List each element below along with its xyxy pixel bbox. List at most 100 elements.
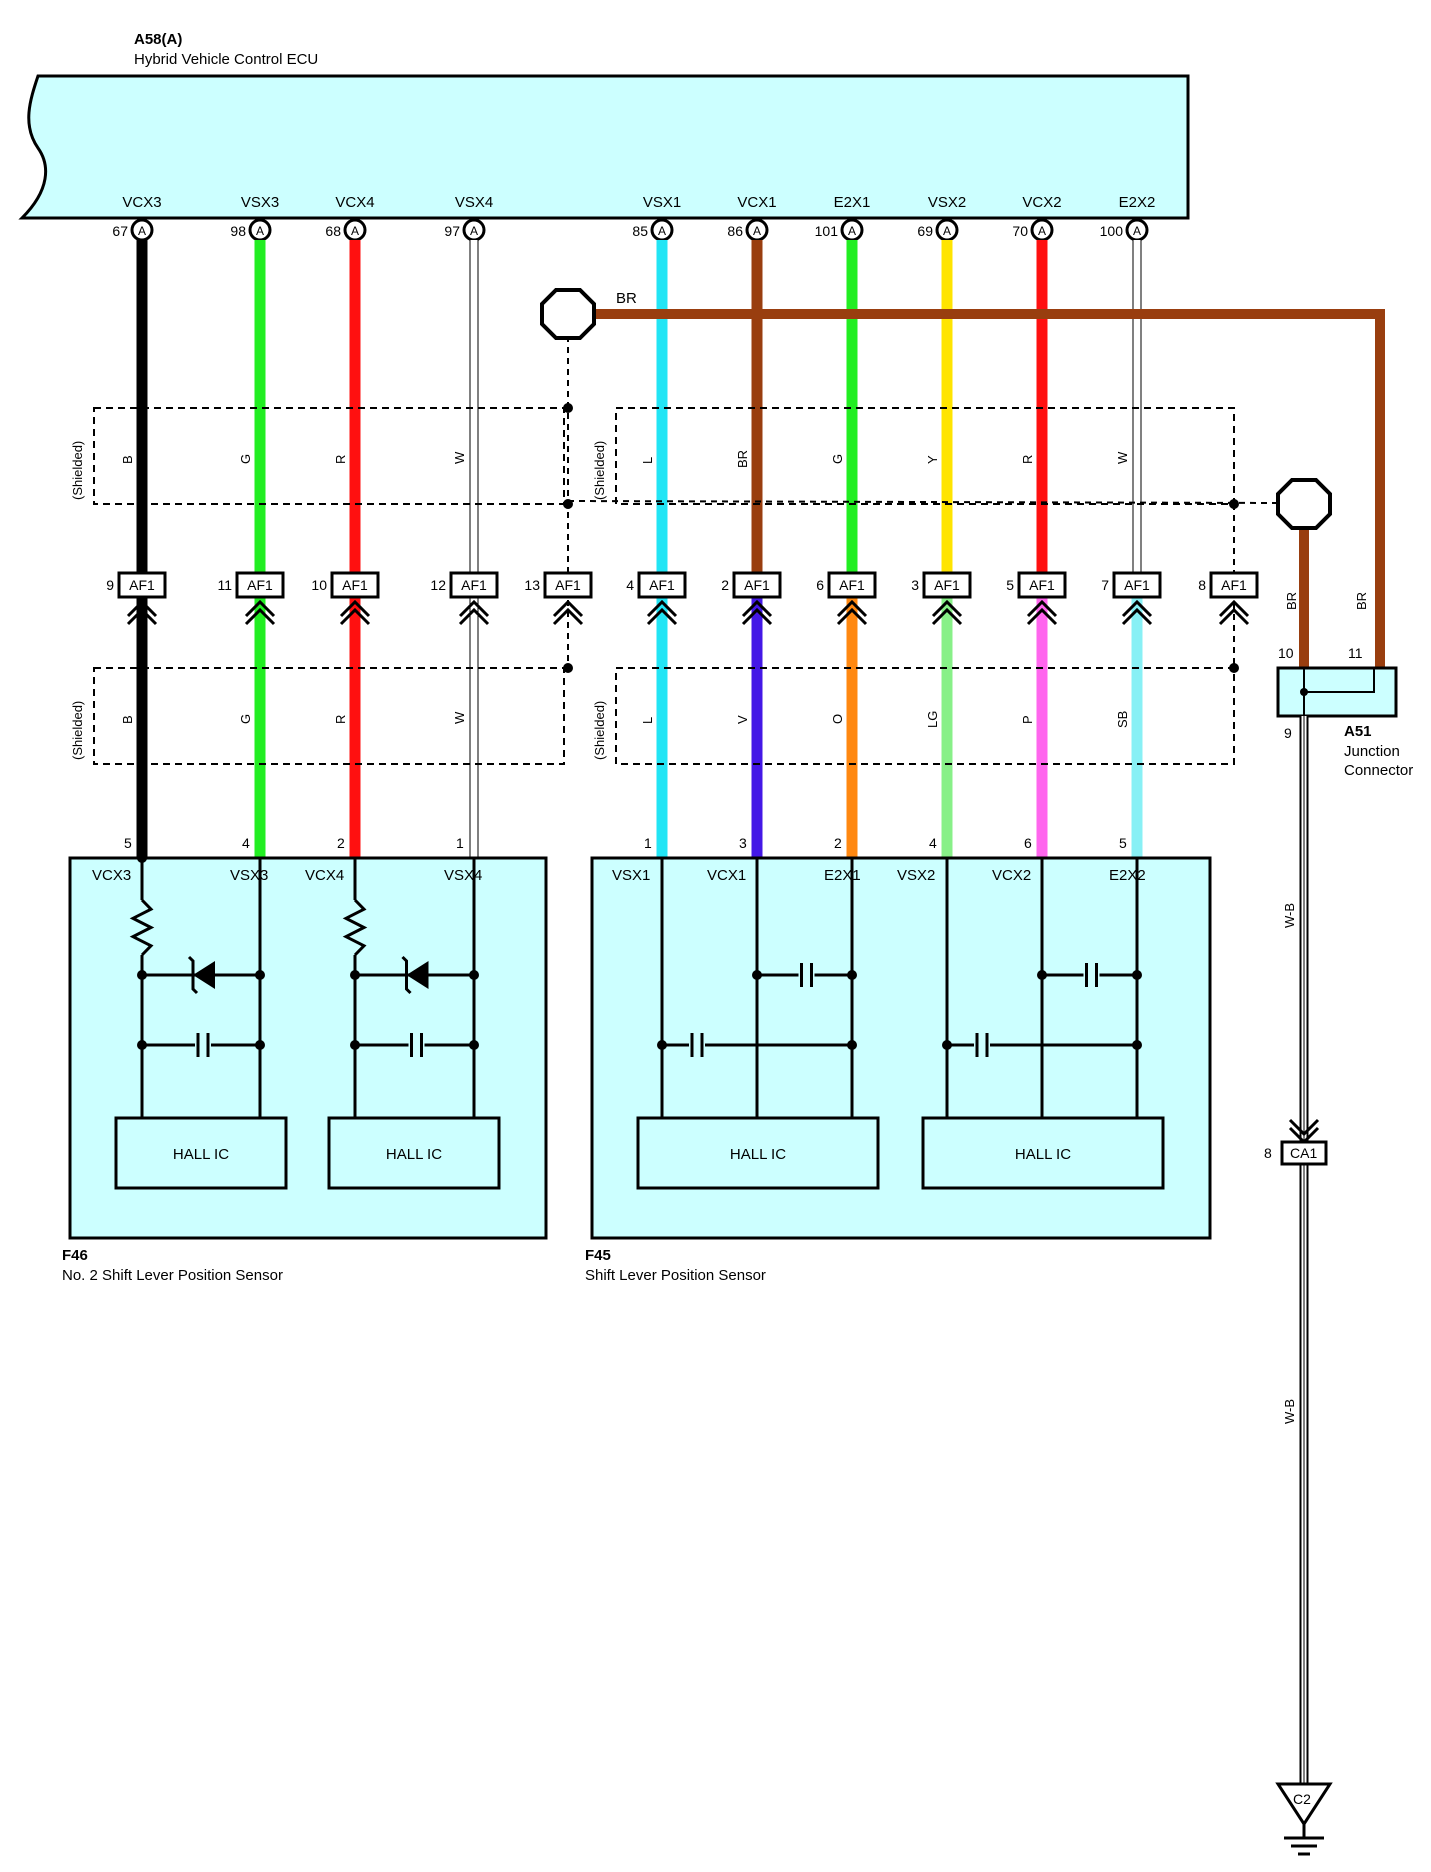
ecu-terminal-name: VCX4 <box>335 194 374 211</box>
ecu-pin-number: 98 <box>230 223 246 239</box>
ecu-connector-letter: A <box>848 224 856 238</box>
ecu-terminal-name: VCX1 <box>737 194 776 211</box>
ecu-pin-number: 68 <box>325 223 341 239</box>
ca1-code: CA1 <box>1290 1145 1317 1161</box>
af1-pin-number: 3 <box>911 577 919 593</box>
shield-junction-dot <box>563 663 573 673</box>
ground-wire-label-upper: W-B <box>1282 903 1297 928</box>
ecu-connector-letter: A <box>351 224 359 238</box>
ecu-pin-number: 67 <box>112 223 128 239</box>
af1-code: AF1 <box>129 577 155 593</box>
ecu-connector-letter: A <box>1038 224 1046 238</box>
wire-color-lower: B <box>120 715 135 724</box>
af1-code: AF1 <box>1221 577 1247 593</box>
af1-connector <box>922 571 972 599</box>
ecu-terminal-name: E2X2 <box>1119 194 1156 211</box>
wire-color-upper: BR <box>735 450 750 468</box>
f46-terminal-name: VSX3 <box>230 867 268 884</box>
shield-label: (Shielded) <box>70 441 85 500</box>
shield-label: (Shielded) <box>592 701 607 760</box>
circuit-node <box>255 1040 265 1050</box>
af1-connector <box>732 571 782 599</box>
af1-code: AF1 <box>461 577 487 593</box>
ecu-terminal-name: VCX3 <box>122 194 161 211</box>
a51-name-1: Junction <box>1344 743 1400 760</box>
af1-chevron <box>931 599 963 618</box>
af1-connector <box>1209 571 1259 599</box>
shield-boxes: (Shielded)(Shielded)(Shielded)(Shielded) <box>70 403 1239 765</box>
af1-chevron <box>126 599 158 618</box>
shield-junction-dot <box>563 499 573 509</box>
a51-wire-left: BR <box>1284 592 1299 610</box>
f45-terminal-name: E2X1 <box>824 867 861 884</box>
wire-color-lower: LG <box>925 711 940 728</box>
af1-code: AF1 <box>1029 577 1055 593</box>
junction-connector-a51: 10 11 9 A51 Junction Connector BR BR <box>1276 592 1413 779</box>
af1-pin-number: 5 <box>1006 577 1014 593</box>
af1-pin-number: 4 <box>626 577 634 593</box>
af1-chevron <box>836 599 868 618</box>
af1-pin-number: 9 <box>106 577 114 593</box>
a51-pin-right: 11 <box>1348 645 1363 661</box>
a51-pin-left: 10 <box>1278 645 1294 661</box>
af1-chevron <box>458 607 490 626</box>
f46-code: F46 <box>62 1247 88 1264</box>
wire-color-upper: G <box>830 454 845 464</box>
ecu-terminal-name: VSX2 <box>928 194 966 211</box>
af1-chevron <box>126 607 158 626</box>
circuit-node <box>469 1040 479 1050</box>
circuit-node <box>1037 970 1047 980</box>
sensor-pin-number: 3 <box>739 835 747 851</box>
sensor-pin-number: 1 <box>644 835 652 851</box>
resistor <box>129 898 155 957</box>
af1-code: AF1 <box>555 577 581 593</box>
sensor-pin-number: 1 <box>456 835 464 851</box>
wire-color-lower: SB <box>1115 711 1130 728</box>
af1-connector <box>449 571 499 599</box>
zener-diode <box>406 961 429 989</box>
af1-pin-number: 6 <box>816 577 824 593</box>
af1-chevron <box>1026 599 1058 618</box>
f45-terminal-name: VCX2 <box>992 867 1031 884</box>
af1-code: AF1 <box>342 577 368 593</box>
wire-color-lower: L <box>640 717 655 724</box>
af1-pin-number: 8 <box>1198 577 1206 593</box>
a51-pin-bottom: 9 <box>1284 725 1292 741</box>
af1-chevron <box>1121 599 1153 618</box>
circuit-node <box>1132 970 1142 980</box>
af1-connector <box>117 571 167 599</box>
f46-terminal-name: VSX4 <box>444 867 482 884</box>
af1-code: AF1 <box>839 577 865 593</box>
ecu-pin-number: 69 <box>917 223 933 239</box>
af1-connector <box>330 571 380 599</box>
shield-junction-dot <box>1229 663 1239 673</box>
ecu-pin-number: 101 <box>815 223 839 239</box>
ecu-terminal-name: VCX2 <box>1022 194 1061 211</box>
hall-ic-box <box>114 1116 288 1190</box>
wire-color-upper: B <box>120 455 135 464</box>
af1-chevron <box>339 599 371 618</box>
circuit-node <box>752 970 762 980</box>
hall-ic-box <box>921 1116 1165 1190</box>
ground-wire: W-B W-B CA1 8 <box>1264 716 1328 1790</box>
wire-color-upper: G <box>238 454 253 464</box>
af1-connector <box>543 571 593 599</box>
wire-color-upper: L <box>640 457 655 464</box>
circuit-node <box>255 970 265 980</box>
wire-color-lower: P <box>1020 715 1035 724</box>
ecu-connector-letter: A <box>943 224 951 238</box>
wire-color-upper: R <box>333 455 348 464</box>
af1-connector <box>1112 571 1162 599</box>
sensor-f45: F45 Shift Lever Position Sensor <box>585 856 1212 1284</box>
shield-wire-color: BR <box>616 290 637 307</box>
a51-name-2: Connector <box>1344 762 1413 779</box>
af1-pin-number: 12 <box>430 577 446 593</box>
af1-chevron <box>1026 607 1058 626</box>
hall-ic-box <box>327 1116 501 1190</box>
shield-splice-left <box>540 288 596 340</box>
ecu-body <box>18 74 1190 220</box>
af1-pin-number: 13 <box>524 577 540 593</box>
